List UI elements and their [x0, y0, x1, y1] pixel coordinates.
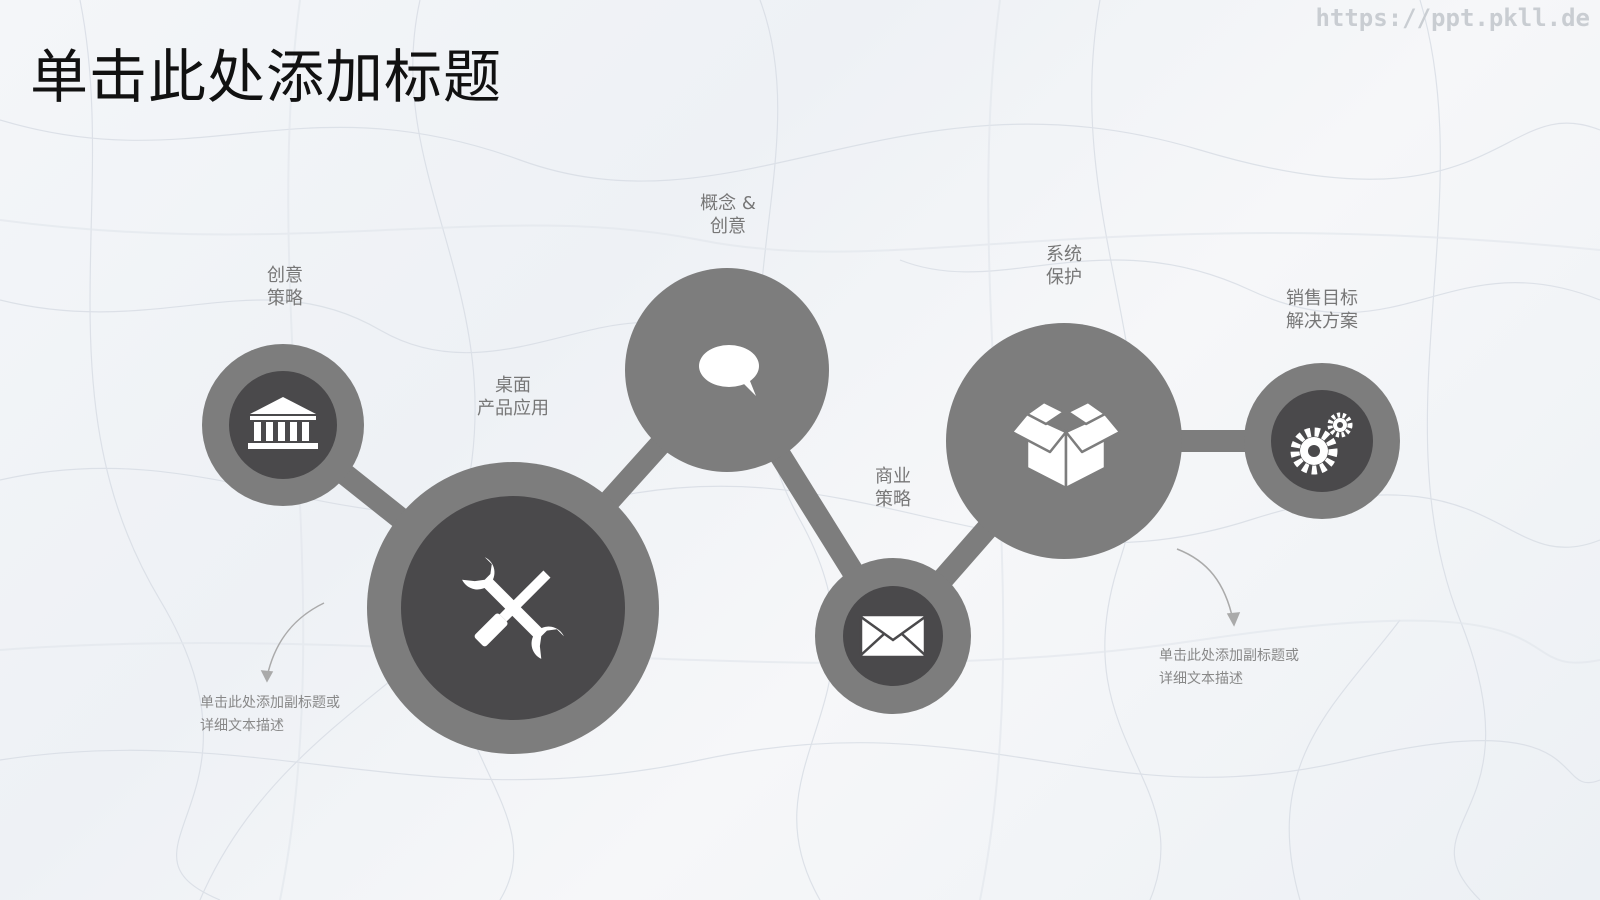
curved-arrow-left: [266, 602, 325, 678]
label-line: 销售目标: [1286, 288, 1358, 309]
label-sales: 销售目标 解决方案: [1286, 287, 1358, 333]
wrench-screwdriver-icon: [462, 557, 564, 659]
description-left[interactable]: 单击此处添加副标题或 详细文本描述: [200, 692, 340, 738]
curved-arrow-right: [1176, 548, 1234, 621]
node-business[interactable]: [815, 558, 971, 714]
label-line: 创意: [709, 216, 746, 237]
label-system: 系统 保护: [1046, 243, 1082, 289]
label-desktop: 桌面 产品应用: [477, 374, 549, 420]
node-system[interactable]: [946, 323, 1182, 559]
bank-icon: [248, 397, 318, 449]
label-line: 产品应用: [477, 398, 549, 419]
pointer-arrows: [260, 548, 1241, 683]
description-line: 详细文本描述: [1159, 671, 1243, 687]
slide-title[interactable]: 单击此处添加标题: [30, 43, 503, 111]
watermark-url: https://ppt.pkll.de: [1315, 4, 1590, 32]
label-line: 概念 &: [700, 193, 756, 214]
label-business: 商业 策略: [875, 465, 911, 511]
label-concept: 概念 & 创意: [700, 192, 756, 238]
label-line: 系统: [1046, 244, 1082, 265]
label-line: 解决方案: [1286, 311, 1358, 332]
label-line: 桌面: [495, 375, 531, 396]
node-strategy[interactable]: [202, 344, 364, 506]
gears-icon: [1290, 412, 1353, 475]
label-strategy: 创意 策略: [267, 264, 303, 310]
speech-bubble-icon: [699, 345, 759, 396]
label-line: 创意: [267, 265, 303, 286]
node-sales[interactable]: [1244, 363, 1400, 519]
arrowhead-left: [260, 670, 274, 683]
description-line: 单击此处添加副标题或: [1159, 648, 1299, 664]
description-right[interactable]: 单击此处添加副标题或 详细文本描述: [1159, 645, 1299, 691]
description-line: 详细文本描述: [200, 718, 284, 734]
label-line: 保护: [1046, 267, 1082, 288]
description-line: 单击此处添加副标题或: [200, 695, 340, 711]
envelope-icon: [859, 613, 927, 659]
arrowhead-right: [1226, 612, 1241, 627]
node-desktop[interactable]: [367, 462, 659, 754]
label-line: 策略: [875, 489, 911, 510]
open-box-icon: [1010, 400, 1122, 490]
label-line: 策略: [267, 288, 303, 309]
label-line: 商业: [875, 466, 911, 487]
node-concept[interactable]: [625, 268, 829, 472]
